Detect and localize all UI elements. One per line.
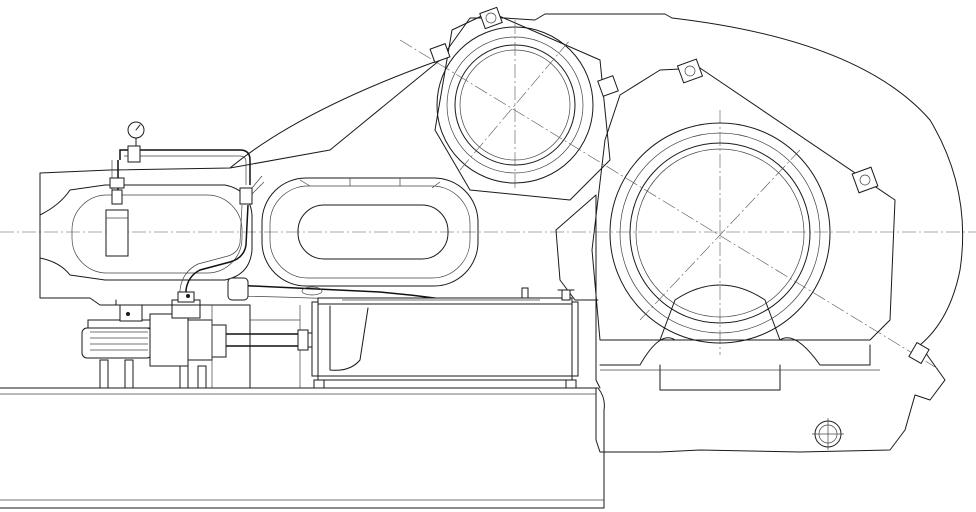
power-end-housing	[39, 13, 964, 453]
lube-pump-motor	[81, 291, 227, 389]
hose-coupling	[227, 277, 323, 301]
crosshead-window-middle	[261, 177, 479, 287]
stud-nut	[479, 6, 503, 30]
pinion-bearing-housing	[429, 6, 619, 201]
stud-nut	[429, 43, 451, 63]
bull-centerline-diag	[639, 149, 801, 321]
oil-reservoir-tank	[311, 287, 579, 389]
crosshead-window-left	[39, 184, 253, 281]
stud-nut	[597, 75, 619, 97]
stud-nut	[851, 166, 879, 194]
drain-plug	[812, 418, 844, 450]
gear-centerline	[399, 39, 941, 371]
pinion-centerline-diag	[459, 39, 571, 171]
stud-nut	[676, 58, 704, 84]
bull-gear-bearing-housing	[591, 58, 896, 391]
base-skid	[0, 387, 605, 509]
pipe-fitting	[127, 145, 265, 205]
breather-fitting	[908, 341, 930, 365]
oil-filter	[105, 177, 129, 257]
pressure-gauge-icon	[127, 121, 145, 147]
